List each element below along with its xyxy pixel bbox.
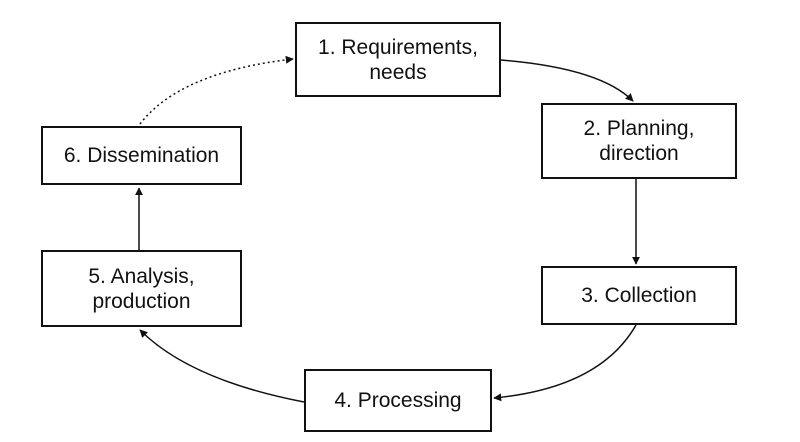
step-label: 2. Planning, direction [583,117,695,165]
arrow-3-to-4 [493,324,637,402]
arrow-4-to-5 [139,329,305,403]
step-label: 5. Analysis, production [88,264,195,313]
step-collection: 3. Collection [541,266,737,325]
step-dissemination: 6. Dissemination [41,126,242,185]
arrow-1-to-2 [500,59,634,102]
arrow-6-to-1 [139,55,294,125]
step-label: 3. Collection [581,284,697,307]
step-label: 4. Processing [334,389,462,412]
step-analysis: 5. Analysis, production [41,250,242,327]
step-processing: 4. Processing [304,369,492,432]
step-requirements: 1. Requirements, needs [295,22,501,97]
step-label: 6. Dissemination [63,144,220,167]
step-label: 1. Requirements, needs [318,35,478,84]
step-planning: 2. Planning, direction [541,103,737,179]
